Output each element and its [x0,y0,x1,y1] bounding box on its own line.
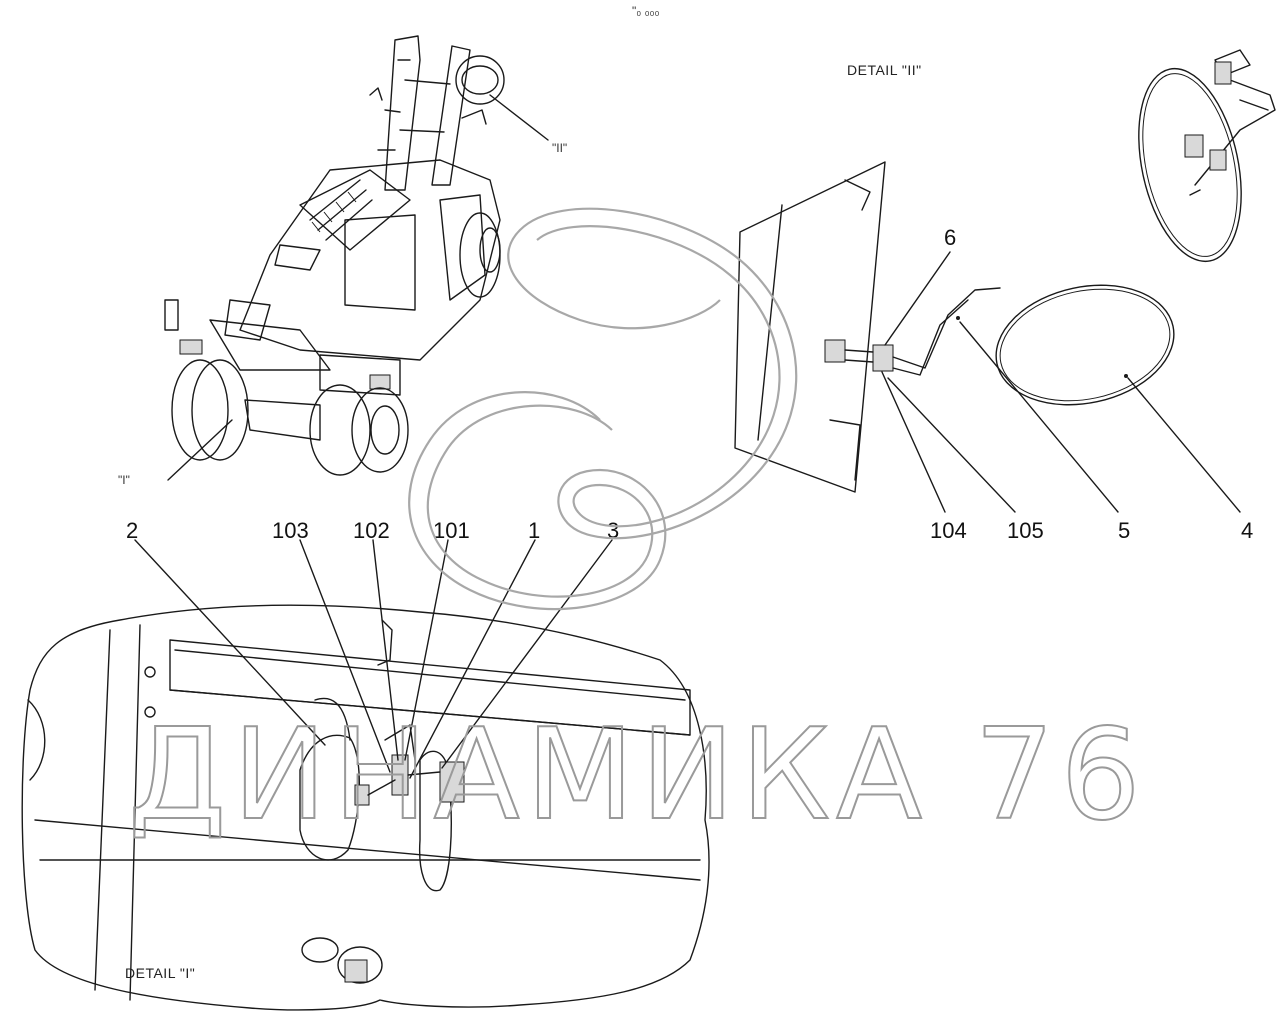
callout-2: 2 [126,518,138,543]
leader-line [299,539,391,773]
machine-overview [164,35,505,476]
callout-101: 101 [433,518,470,543]
cab-glass-panel [734,161,886,493]
leader-line [441,539,613,769]
leader-line [881,371,946,513]
leader-line [134,539,326,746]
view-marker-two: "II" [552,141,567,155]
watermark-logo-shape [408,207,798,611]
watermark: ДИНАМИКА 76 [127,207,1147,849]
leader-line [884,251,951,346]
callout-104: 104 [930,518,967,543]
view-marker-one: "I" [118,473,130,487]
leader-line [409,539,536,779]
mirror-assembly-side [824,284,1175,406]
callout-1: 1 [528,518,540,543]
watermark-text: ДИНАМИКА 76 [128,701,1147,848]
leader-line [404,539,449,761]
callout-3: 3 [607,518,619,543]
leader-line [372,539,399,761]
detail-two-label: DETAIL "II" [847,62,922,78]
leader-line [167,419,233,481]
leader-line [1127,377,1241,513]
leader-line [959,321,1119,513]
leader-line [887,377,1016,513]
callout-105: 105 [1007,518,1044,543]
leader-line [489,94,549,141]
detail-one-view [21,604,710,1011]
mirror-assembly-perspective [1138,49,1276,263]
callout-5: 5 [1118,518,1130,543]
callout-103: 103 [272,518,309,543]
callout-102: 102 [353,518,390,543]
detail-one-label: DETAIL "I" [125,965,195,981]
callout-6: 6 [944,225,956,250]
callout-4: 4 [1241,518,1253,543]
header-text: "₀ ₀₀₀ [632,4,660,18]
